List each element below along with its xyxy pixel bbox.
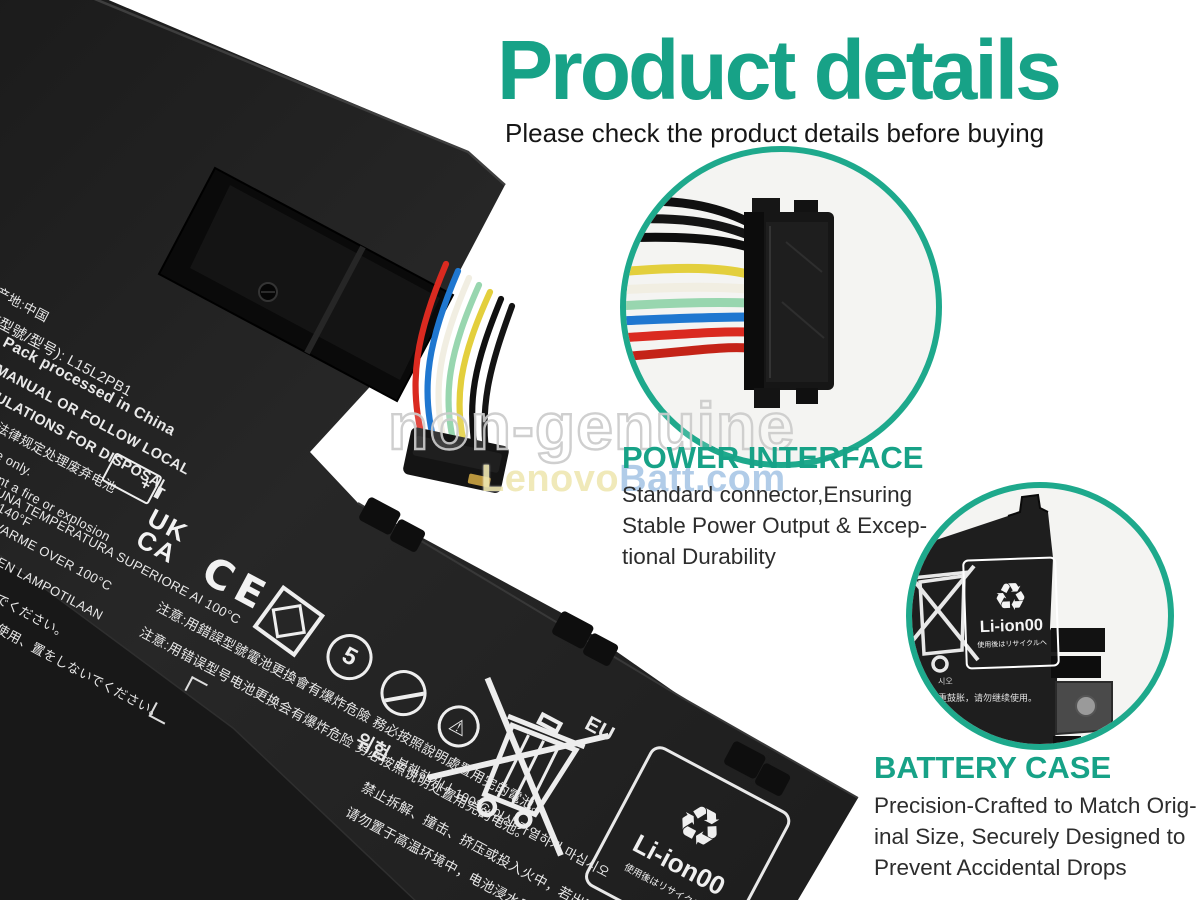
power-interface-heading: POWER INTERFACE [622,440,924,475]
case-partial-text: 시오 [938,677,953,686]
case-corner-graphic [912,493,1113,744]
watermark-non-genuine: non-genuine [387,388,795,464]
power-interface-description: Standard connector,Ensuring Stable Power… [622,482,928,569]
crossed-bin-partial-icon [912,564,980,673]
battery-connector [403,427,509,493]
crossed-bin-icon [427,676,610,857]
page-title: Product details [497,23,1062,117]
connector-closeup-graphic [626,196,834,408]
case-connector-block [1051,628,1105,652]
screw-hole-icon [1075,695,1097,717]
case-corner-slab [912,495,1058,744]
watermark-brand: LenovoBatt.com [481,458,786,500]
li-ion-case-label: ♻ Li-ion00 使用後はリサイクルへ [962,556,1060,670]
recycle-icon: ♻ [992,573,1029,620]
power-interface-photo [620,146,942,468]
page-subtitle: Please check the product details before … [505,118,1045,148]
mounting-tabs [359,497,791,796]
connector-block [744,198,834,408]
case-partial-text: 现严重鼓胀，请勿继续使用。 [920,693,1038,703]
battery-case-heading: BATTERY CASE [874,750,1112,785]
battery-case-description: Precision-Crafted to Match Orig- inal Si… [874,793,1197,880]
battery-case-photo: ♻ Li-ion00 使用後はリサイクルへ 시오 现严重鼓胀，请勿继续使用。 [906,482,1174,750]
